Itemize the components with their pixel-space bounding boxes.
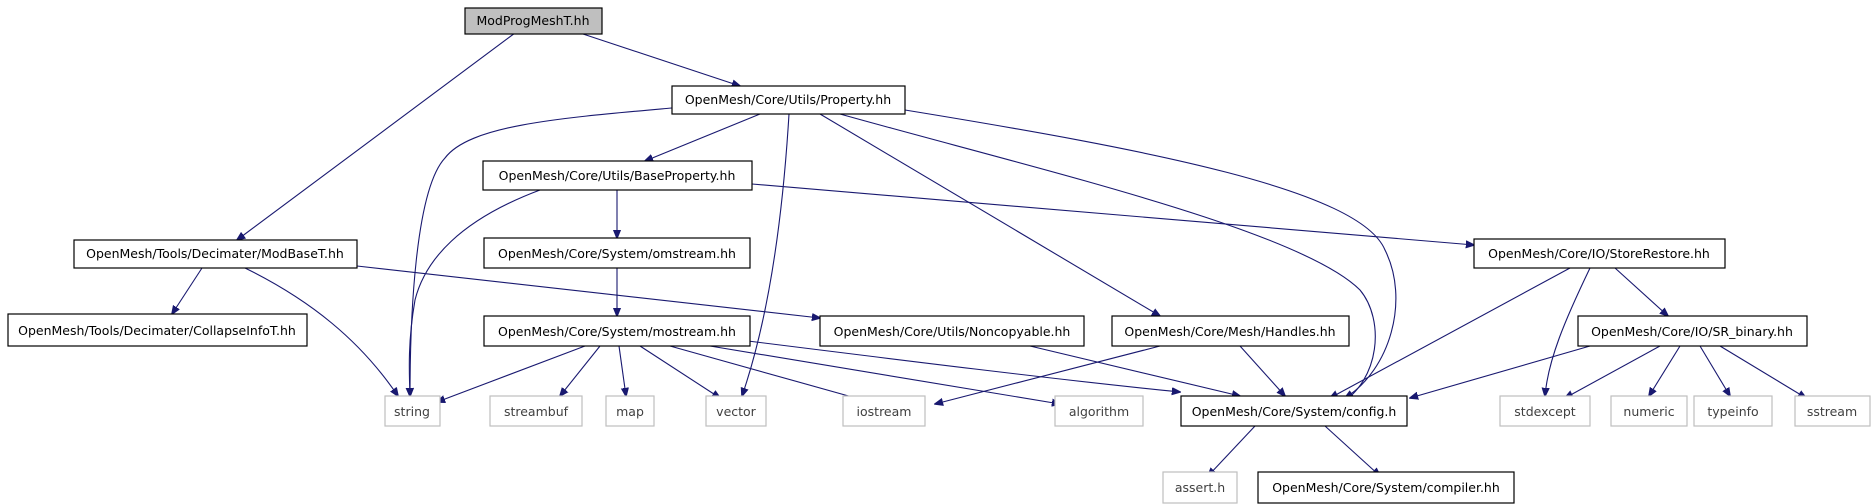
node-modbase[interactable]: OpenMesh/Tools/Decimater/ModBaseT.hh	[73, 239, 358, 269]
node-mostream[interactable]: OpenMesh/Core/System/mostream.hh	[483, 315, 751, 347]
node-baseproperty-label: OpenMesh/Core/Utils/BaseProperty.hh	[499, 168, 736, 183]
node-modprogmesh[interactable]: ModProgMeshT.hh	[464, 7, 603, 35]
node-srbinary[interactable]: OpenMesh/Core/IO/SR_binary.hh	[1577, 315, 1808, 347]
edge-mostream-map	[618, 345, 626, 396]
edge-srbinary-stdexcept	[1565, 345, 1661, 398]
edge-srbinary-sstream	[1719, 345, 1806, 398]
nodes-layer: ModProgMeshT.hh OpenMesh/Core/Utils/Prop…	[7, 7, 1871, 504]
edge-srbinary-config	[1410, 345, 1591, 398]
edge-config-asserth	[1208, 425, 1256, 476]
node-map[interactable]: map	[605, 395, 655, 427]
node-vector-label: vector	[716, 404, 757, 419]
node-iostream[interactable]: iostream	[842, 395, 926, 427]
edge-property-algorithm	[839, 113, 1376, 404]
node-algorithm-label: algorithm	[1069, 404, 1129, 419]
edge-property-vector	[742, 113, 790, 396]
edge-srbinary-typeinfo	[1699, 345, 1730, 396]
edge-modprogmesh-modbase	[237, 32, 516, 240]
node-handles-label: OpenMesh/Core/Mesh/Handles.hh	[1124, 324, 1335, 339]
node-stdexcept[interactable]: stdexcept	[1499, 395, 1591, 427]
node-streambuf-label: streambuf	[504, 404, 569, 419]
node-modbase-label: OpenMesh/Tools/Decimater/ModBaseT.hh	[86, 246, 344, 261]
node-sstream[interactable]: sstream	[1794, 395, 1871, 427]
node-property[interactable]: OpenMesh/Core/Utils/Property.hh	[671, 85, 906, 115]
node-algorithm[interactable]: algorithm	[1054, 395, 1144, 427]
node-modprogmesh-label: ModProgMeshT.hh	[476, 13, 589, 28]
edge-mostream-iostream	[669, 345, 870, 402]
edge-mostream-algorithm	[709, 345, 1060, 404]
node-compiler-label: OpenMesh/Core/System/compiler.hh	[1272, 480, 1500, 495]
node-iostream-label: iostream	[857, 404, 912, 419]
node-omstream-label: OpenMesh/Core/System/omstream.hh	[498, 246, 736, 261]
node-typeinfo[interactable]: typeinfo	[1693, 395, 1773, 427]
edge-baseproperty-storerestore	[751, 183, 1474, 245]
edge-storerestore-stdexcept	[1545, 267, 1591, 396]
node-omstream[interactable]: OpenMesh/Core/System/omstream.hh	[483, 237, 751, 269]
node-vector[interactable]: vector	[705, 395, 767, 427]
node-property-label: OpenMesh/Core/Utils/Property.hh	[685, 92, 891, 107]
node-noncopyable[interactable]: OpenMesh/Core/Utils/Noncopyable.hh	[819, 315, 1085, 347]
node-sstream-label: sstream	[1807, 404, 1857, 419]
node-string-label: string	[394, 404, 430, 419]
edge-property-string	[410, 107, 673, 396]
node-mostream-label: OpenMesh/Core/System/mostream.hh	[498, 324, 736, 339]
edge-storerestore-config	[1330, 267, 1571, 398]
node-map-label: map	[616, 404, 644, 419]
edge-storerestore-srbinary	[1614, 267, 1668, 316]
node-numeric[interactable]: numeric	[1610, 395, 1688, 427]
edge-modprogmesh-property	[579, 32, 740, 86]
node-storerestore[interactable]: OpenMesh/Core/IO/StoreRestore.hh	[1473, 238, 1726, 269]
node-asserth[interactable]: assert.h	[1162, 471, 1238, 504]
edge-property-handles	[819, 113, 1160, 316]
node-baseproperty[interactable]: OpenMesh/Core/Utils/BaseProperty.hh	[482, 160, 753, 191]
edge-handles-config	[1239, 345, 1285, 396]
edge-modbase-string	[244, 267, 398, 396]
node-noncopyable-label: OpenMesh/Core/Utils/Noncopyable.hh	[834, 324, 1071, 339]
edge-modbase-collapseinfo	[172, 267, 203, 314]
node-stdexcept-label: stdexcept	[1514, 404, 1575, 419]
node-numeric-label: numeric	[1623, 404, 1674, 419]
node-compiler[interactable]: OpenMesh/Core/System/compiler.hh	[1257, 471, 1515, 504]
node-streambuf[interactable]: streambuf	[489, 395, 583, 427]
edge-handles-iostream	[935, 345, 1161, 404]
edge-mostream-vector	[639, 345, 720, 398]
node-handles[interactable]: OpenMesh/Core/Mesh/Handles.hh	[1111, 315, 1350, 347]
edge-mostream-config	[739, 339, 1180, 392]
edge-property-config	[904, 109, 1397, 398]
edge-srbinary-numeric	[1649, 345, 1681, 396]
edge-config-compiler	[1324, 425, 1380, 476]
node-storerestore-label: OpenMesh/Core/IO/StoreRestore.hh	[1488, 246, 1710, 261]
node-string[interactable]: string	[384, 395, 441, 427]
edge-modbase-noncopyable	[356, 265, 820, 318]
node-asserth-label: assert.h	[1175, 480, 1225, 495]
node-srbinary-label: OpenMesh/Core/IO/SR_binary.hh	[1591, 324, 1793, 339]
node-config[interactable]: OpenMesh/Core/System/config.h	[1180, 395, 1408, 427]
edge-property-baseproperty	[645, 113, 761, 161]
node-collapseinfo[interactable]: OpenMesh/Tools/Decimater/CollapseInfoT.h…	[7, 313, 308, 347]
edges-layer	[172, 32, 1806, 476]
edge-mostream-string	[437, 345, 586, 402]
edge-noncopyable-config	[1029, 345, 1240, 396]
node-collapseinfo-label: OpenMesh/Tools/Decimater/CollapseInfoT.h…	[18, 323, 296, 338]
edge-baseproperty-string	[409, 189, 541, 396]
node-config-label: OpenMesh/Core/System/config.h	[1192, 404, 1397, 419]
node-typeinfo-label: typeinfo	[1707, 404, 1758, 419]
edge-mostream-streambuf	[560, 345, 601, 396]
